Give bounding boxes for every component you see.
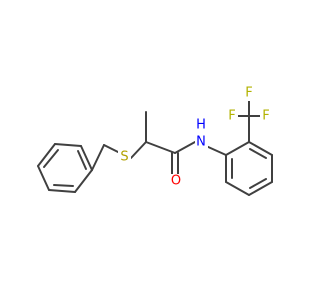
molecule-structure: S O N H F F F [37, 86, 273, 196]
bond-ch2-s [103, 144, 119, 153]
atom-sulfur: S [120, 150, 128, 165]
atom-fluorine-top: F [245, 86, 252, 101]
benzyl-ring [37, 143, 93, 193]
atom-hydrogen: H [196, 118, 206, 133]
bond-s-ch [130, 141, 147, 159]
aryl-ring [225, 141, 273, 196]
atom-nitrogen: N [196, 135, 206, 150]
atom-oxygen: O [171, 174, 181, 189]
bond-n-ring [205, 145, 227, 156]
bond-carbonyl-n [174, 141, 196, 154]
atom-fluorine-right: F [262, 109, 269, 124]
bond-ring-ch2 [91, 144, 105, 171]
bond-ch-carbonyl [145, 141, 176, 154]
molecule-canvas: S O N H F F F [37, 86, 273, 196]
atom-fluorine-left: F [228, 109, 235, 124]
